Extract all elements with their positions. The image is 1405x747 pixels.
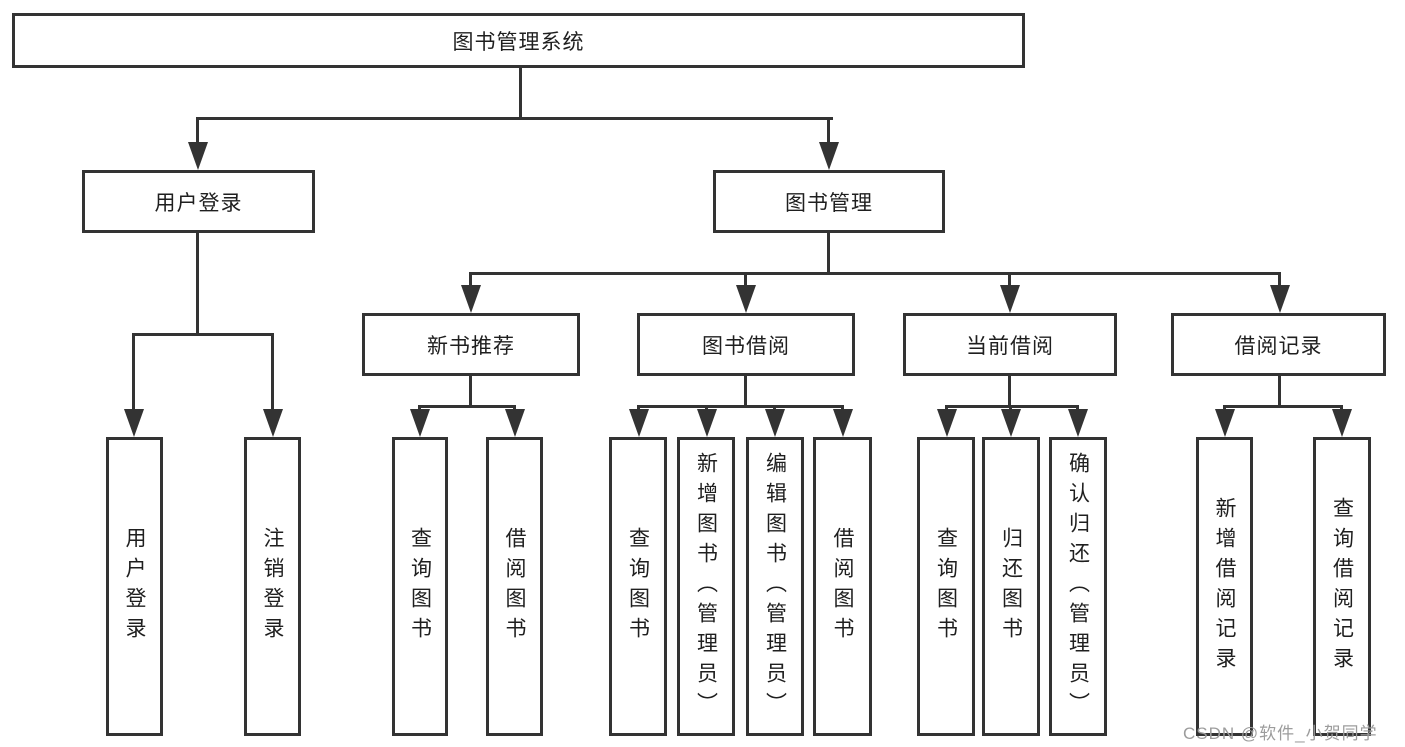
connector-line <box>469 272 1281 275</box>
leaf-confirm-return-admin: 确认归还（管理员） <box>1049 437 1107 736</box>
leaf-label: 新增借阅记录 <box>1213 496 1236 677</box>
node-label: 图书管理 <box>785 191 873 215</box>
connector-line <box>469 272 472 288</box>
connector-line <box>945 405 1079 408</box>
connector-line <box>827 233 830 274</box>
connector-arrow-down-icon <box>736 285 756 313</box>
connector-line <box>196 117 199 147</box>
leaf-label: 归还图书 <box>999 526 1023 647</box>
connector-arrow-down-icon <box>1068 409 1088 437</box>
connector-arrow-down-icon <box>461 285 481 313</box>
node-library-management-system: 图书管理系统 <box>12 13 1025 68</box>
connector-arrow-down-icon <box>1270 285 1290 313</box>
node-label: 图书管理系统 <box>452 30 585 54</box>
connector-arrow-down-icon <box>188 142 208 170</box>
leaf-query-books-current: 查询图书 <box>917 437 975 736</box>
leaf-add-book-admin: 新增图书（管理员） <box>677 437 735 736</box>
connector-arrow-down-icon <box>1332 409 1352 437</box>
leaf-label: 查询图书 <box>934 526 958 647</box>
connector-line <box>271 333 274 412</box>
connector-line <box>418 405 516 408</box>
leaf-query-books-recommend: 查询图书 <box>392 437 448 736</box>
connector-line <box>196 233 199 336</box>
leaf-user-login: 用户登录 <box>106 437 163 736</box>
connector-arrow-down-icon <box>629 409 649 437</box>
leaf-edit-book-admin: 编辑图书（管理员） <box>746 437 804 736</box>
connector-line <box>1278 272 1281 288</box>
connector-line <box>196 117 833 120</box>
connector-arrow-down-icon <box>410 409 430 437</box>
connector-line <box>1278 376 1281 407</box>
leaf-label: 确认归还（管理员） <box>1066 451 1090 722</box>
node-label: 图书借阅 <box>702 334 790 358</box>
connector-line <box>132 333 135 412</box>
leaf-label: 查询图书 <box>408 526 432 647</box>
node-new-book-recommend: 新书推荐 <box>362 313 580 376</box>
connector-line <box>519 66 522 119</box>
node-current-borrowing: 当前借阅 <box>903 313 1117 376</box>
leaf-label: 借阅图书 <box>503 526 526 647</box>
leaf-logout: 注销登录 <box>244 437 301 736</box>
leaf-label: 查询借阅记录 <box>1330 496 1354 677</box>
node-book-management: 图书管理 <box>713 170 945 233</box>
connector-line <box>1008 376 1011 407</box>
node-borrowing-records: 借阅记录 <box>1171 313 1386 376</box>
node-label: 当前借阅 <box>966 334 1054 358</box>
connector-arrow-down-icon <box>819 142 839 170</box>
leaf-label: 用户登录 <box>123 526 146 647</box>
connector-arrow-down-icon <box>263 409 283 437</box>
node-book-borrowing: 图书借阅 <box>637 313 855 376</box>
connector-arrow-down-icon <box>505 409 525 437</box>
leaf-add-borrow-record: 新增借阅记录 <box>1196 437 1253 736</box>
leaf-return-books: 归还图书 <box>982 437 1040 736</box>
node-label: 新书推荐 <box>427 334 515 358</box>
connector-line <box>744 272 747 288</box>
connector-line <box>132 333 274 336</box>
connector-line <box>637 405 844 408</box>
connector-arrow-down-icon <box>1001 409 1021 437</box>
connector-arrow-down-icon <box>1000 285 1020 313</box>
node-label: 用户登录 <box>154 191 243 215</box>
connector-arrow-down-icon <box>1215 409 1235 437</box>
leaf-label: 编辑图书（管理员） <box>763 451 787 722</box>
connector-line <box>827 117 830 147</box>
node-user-login: 用户登录 <box>82 170 315 233</box>
leaf-query-borrow-record: 查询借阅记录 <box>1313 437 1371 736</box>
csdn-watermark: CSDN @软件_小贺同学 <box>1183 724 1378 743</box>
connector-arrow-down-icon <box>765 409 785 437</box>
connector-line <box>469 376 472 407</box>
connector-line <box>1008 272 1011 288</box>
leaf-label: 新增图书（管理员） <box>694 451 718 722</box>
leaf-borrow-books-borrowing: 借阅图书 <box>813 437 872 736</box>
leaf-label: 查询图书 <box>626 526 650 647</box>
leaf-borrow-books-recommend: 借阅图书 <box>486 437 543 736</box>
connector-arrow-down-icon <box>124 409 144 437</box>
connector-line <box>1223 405 1343 408</box>
node-label: 借阅记录 <box>1234 334 1323 358</box>
leaf-query-books-borrowing: 查询图书 <box>609 437 667 736</box>
leaf-label: 注销登录 <box>261 526 284 647</box>
connector-arrow-down-icon <box>833 409 853 437</box>
leaf-label: 借阅图书 <box>831 526 854 647</box>
connector-arrow-down-icon <box>697 409 717 437</box>
connector-line <box>744 376 747 407</box>
connector-arrow-down-icon <box>937 409 957 437</box>
